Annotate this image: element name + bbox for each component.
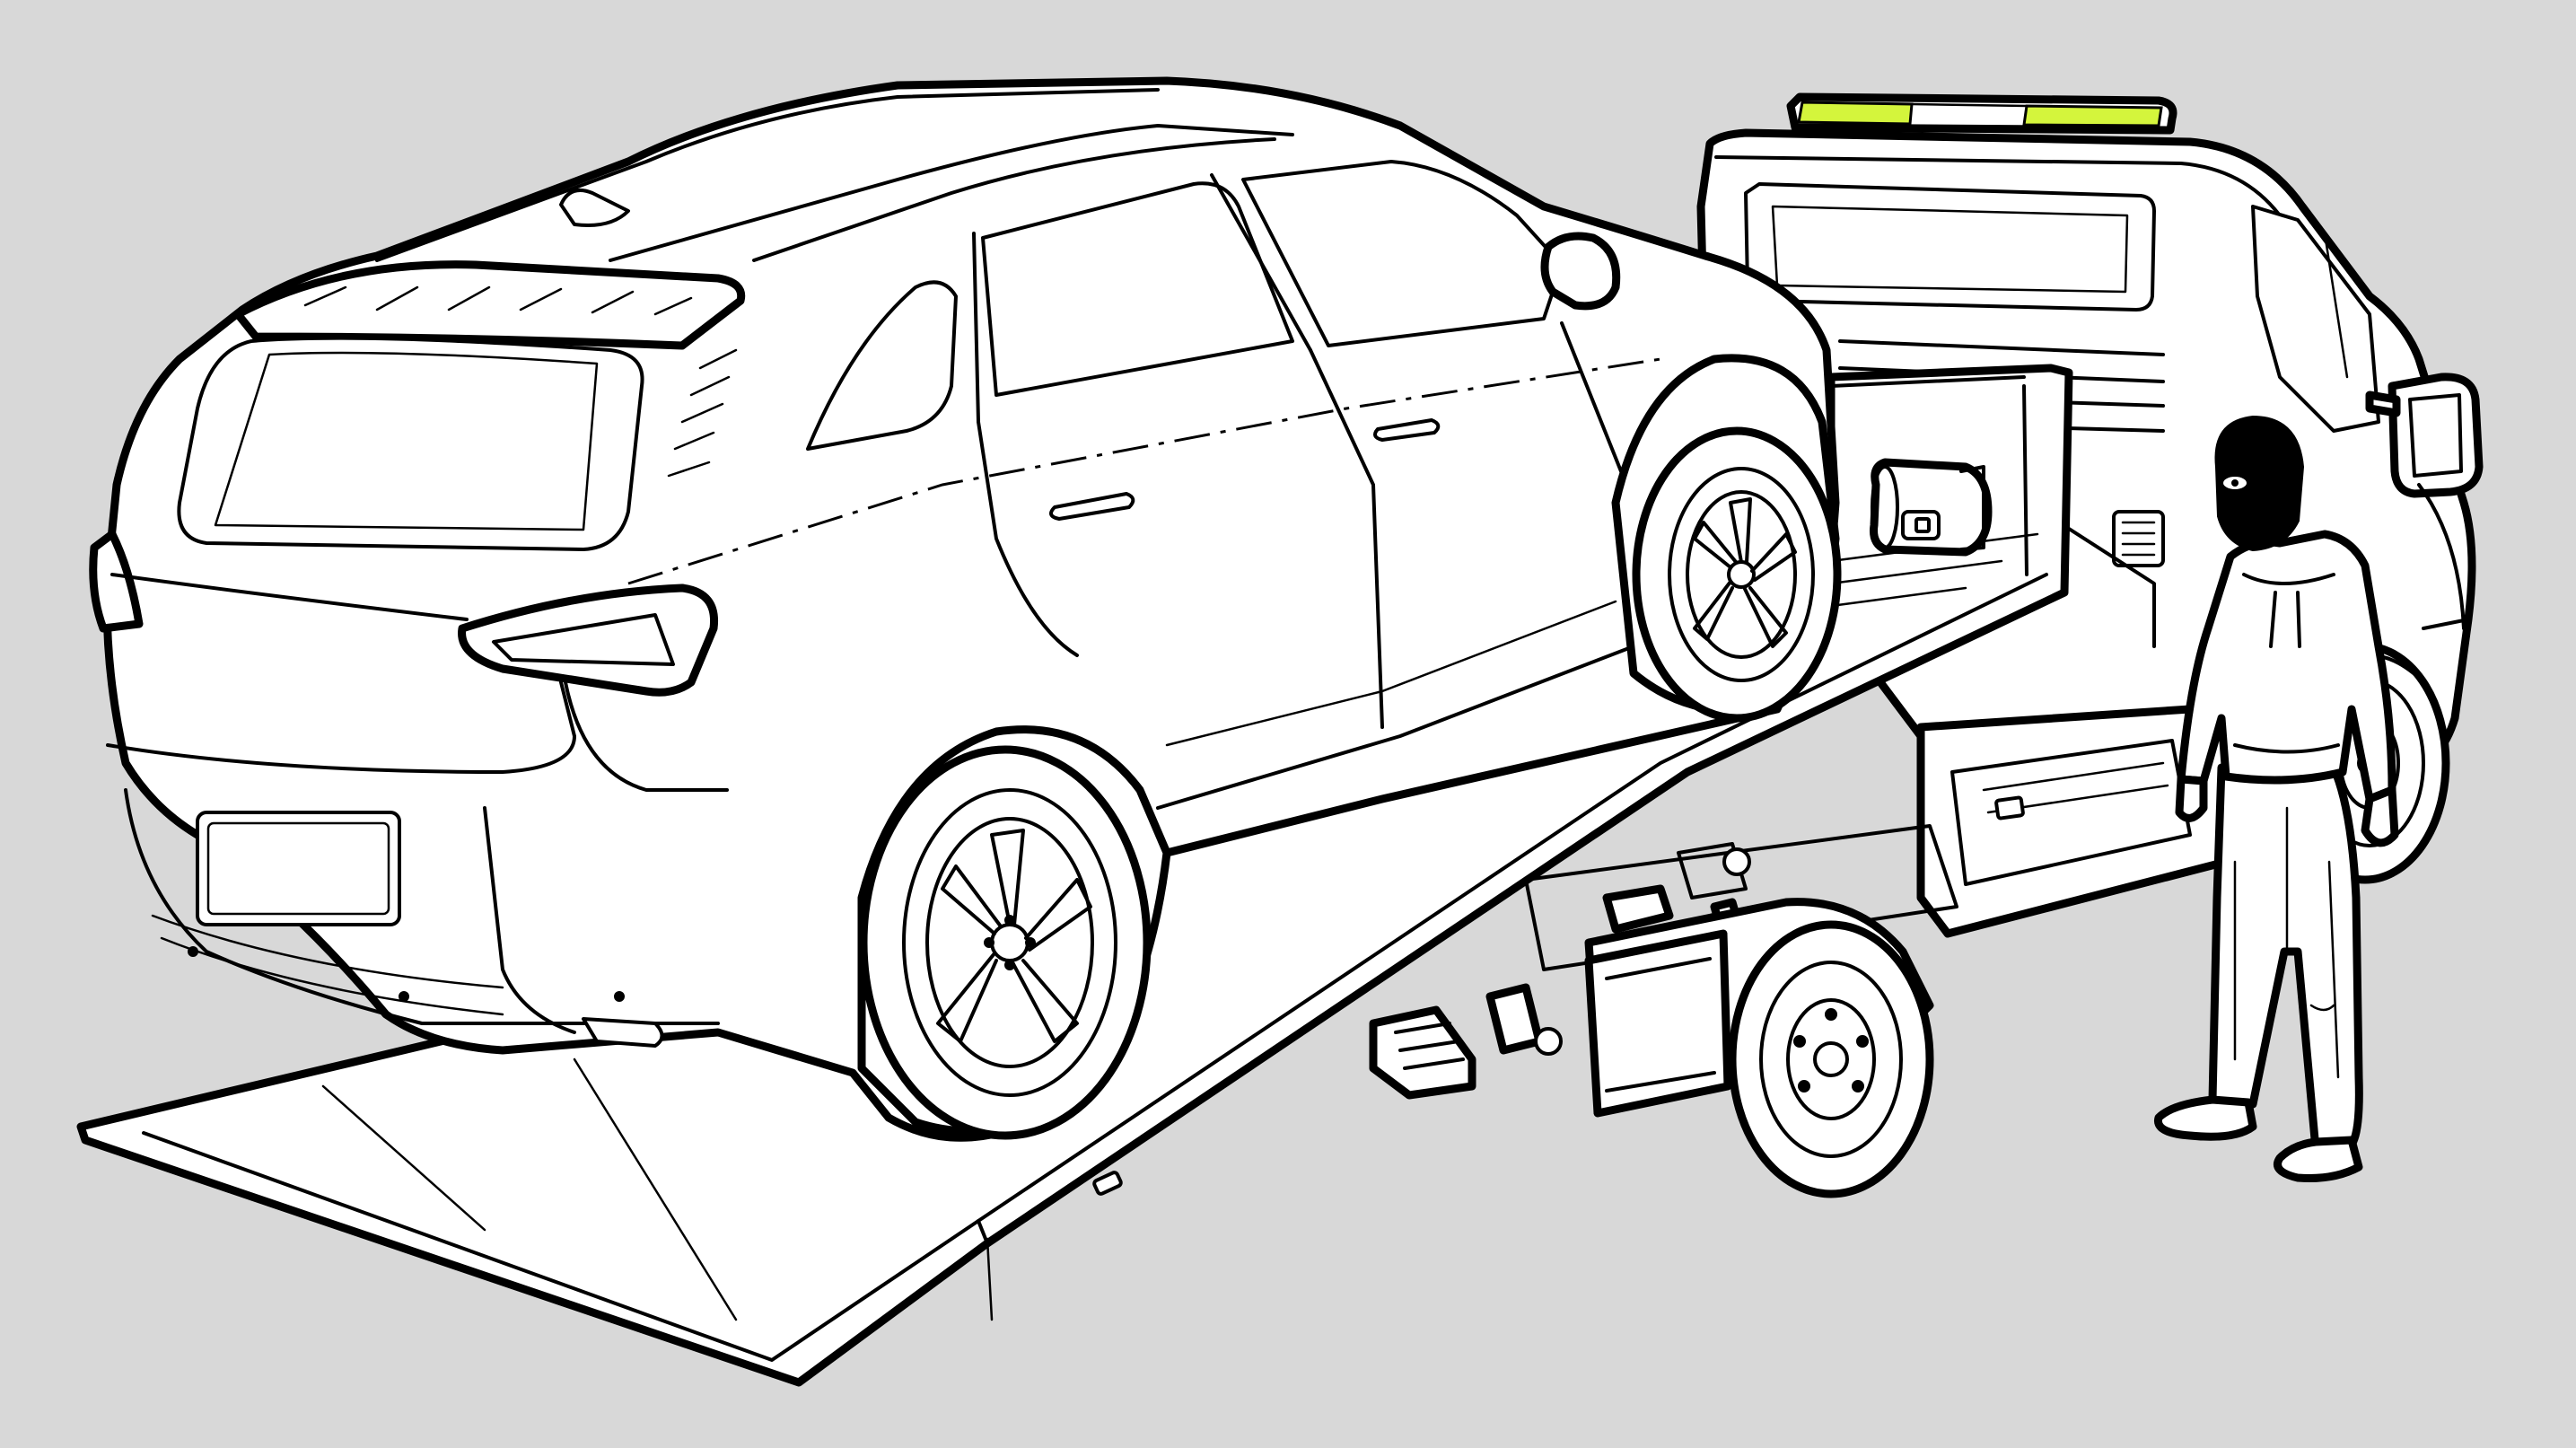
side-mirror-icon (2365, 373, 2484, 498)
body-character-line (627, 357, 1661, 585)
winch-icon (1870, 458, 1993, 557)
ramp-plate-lines (321, 1057, 994, 1321)
door-handle-rear (1049, 492, 1135, 521)
rear-panel (106, 573, 729, 792)
license-plate (196, 811, 401, 926)
cab-front-edge (2417, 483, 2470, 630)
suv-front-wheel (1611, 354, 1842, 723)
warning-light-bar-icon (1786, 92, 2177, 135)
suv-car-icon (89, 76, 1842, 1142)
truck-rear-wheel (1584, 898, 1934, 1198)
balaclava-mask-icon (2214, 415, 2305, 552)
chassis-rail (1524, 824, 1958, 971)
thief-hand-left (2175, 775, 2208, 822)
cab-roof-line (1714, 155, 2353, 312)
ramp-side-rail (1829, 375, 2028, 576)
masked-thief-icon (2153, 415, 2399, 1182)
c-pillar-vents (667, 348, 738, 478)
shark-fin-antenna-icon (559, 189, 630, 227)
car-side-mirror (1540, 232, 1621, 311)
cab-rear-window-inner (1771, 205, 2129, 294)
chassis-underparts (1369, 842, 1751, 1100)
cab-side-window-frame (2323, 232, 2349, 379)
roof-rail (375, 88, 1160, 262)
suv-rear-wheel (857, 725, 1171, 1140)
thief-hand-right (2361, 785, 2399, 847)
front-rim-spokes (1693, 497, 1797, 648)
rear-windshield (177, 336, 644, 551)
rear-reflector (582, 1017, 664, 1048)
thief-legs (2208, 763, 2363, 1154)
rear-bumper (124, 788, 720, 1034)
ramp-slot (1092, 1171, 1123, 1196)
door-handle-front (1372, 418, 1441, 442)
thief-shoe-right (2274, 1136, 2363, 1182)
rim-spokes (936, 829, 1092, 1043)
thief-shoe-left (2153, 1095, 2257, 1141)
tail-light-left (89, 530, 144, 633)
ramp-lower-edge (977, 1219, 989, 1245)
side-window-rear (806, 280, 958, 451)
toolbox-panel (1950, 739, 2192, 886)
